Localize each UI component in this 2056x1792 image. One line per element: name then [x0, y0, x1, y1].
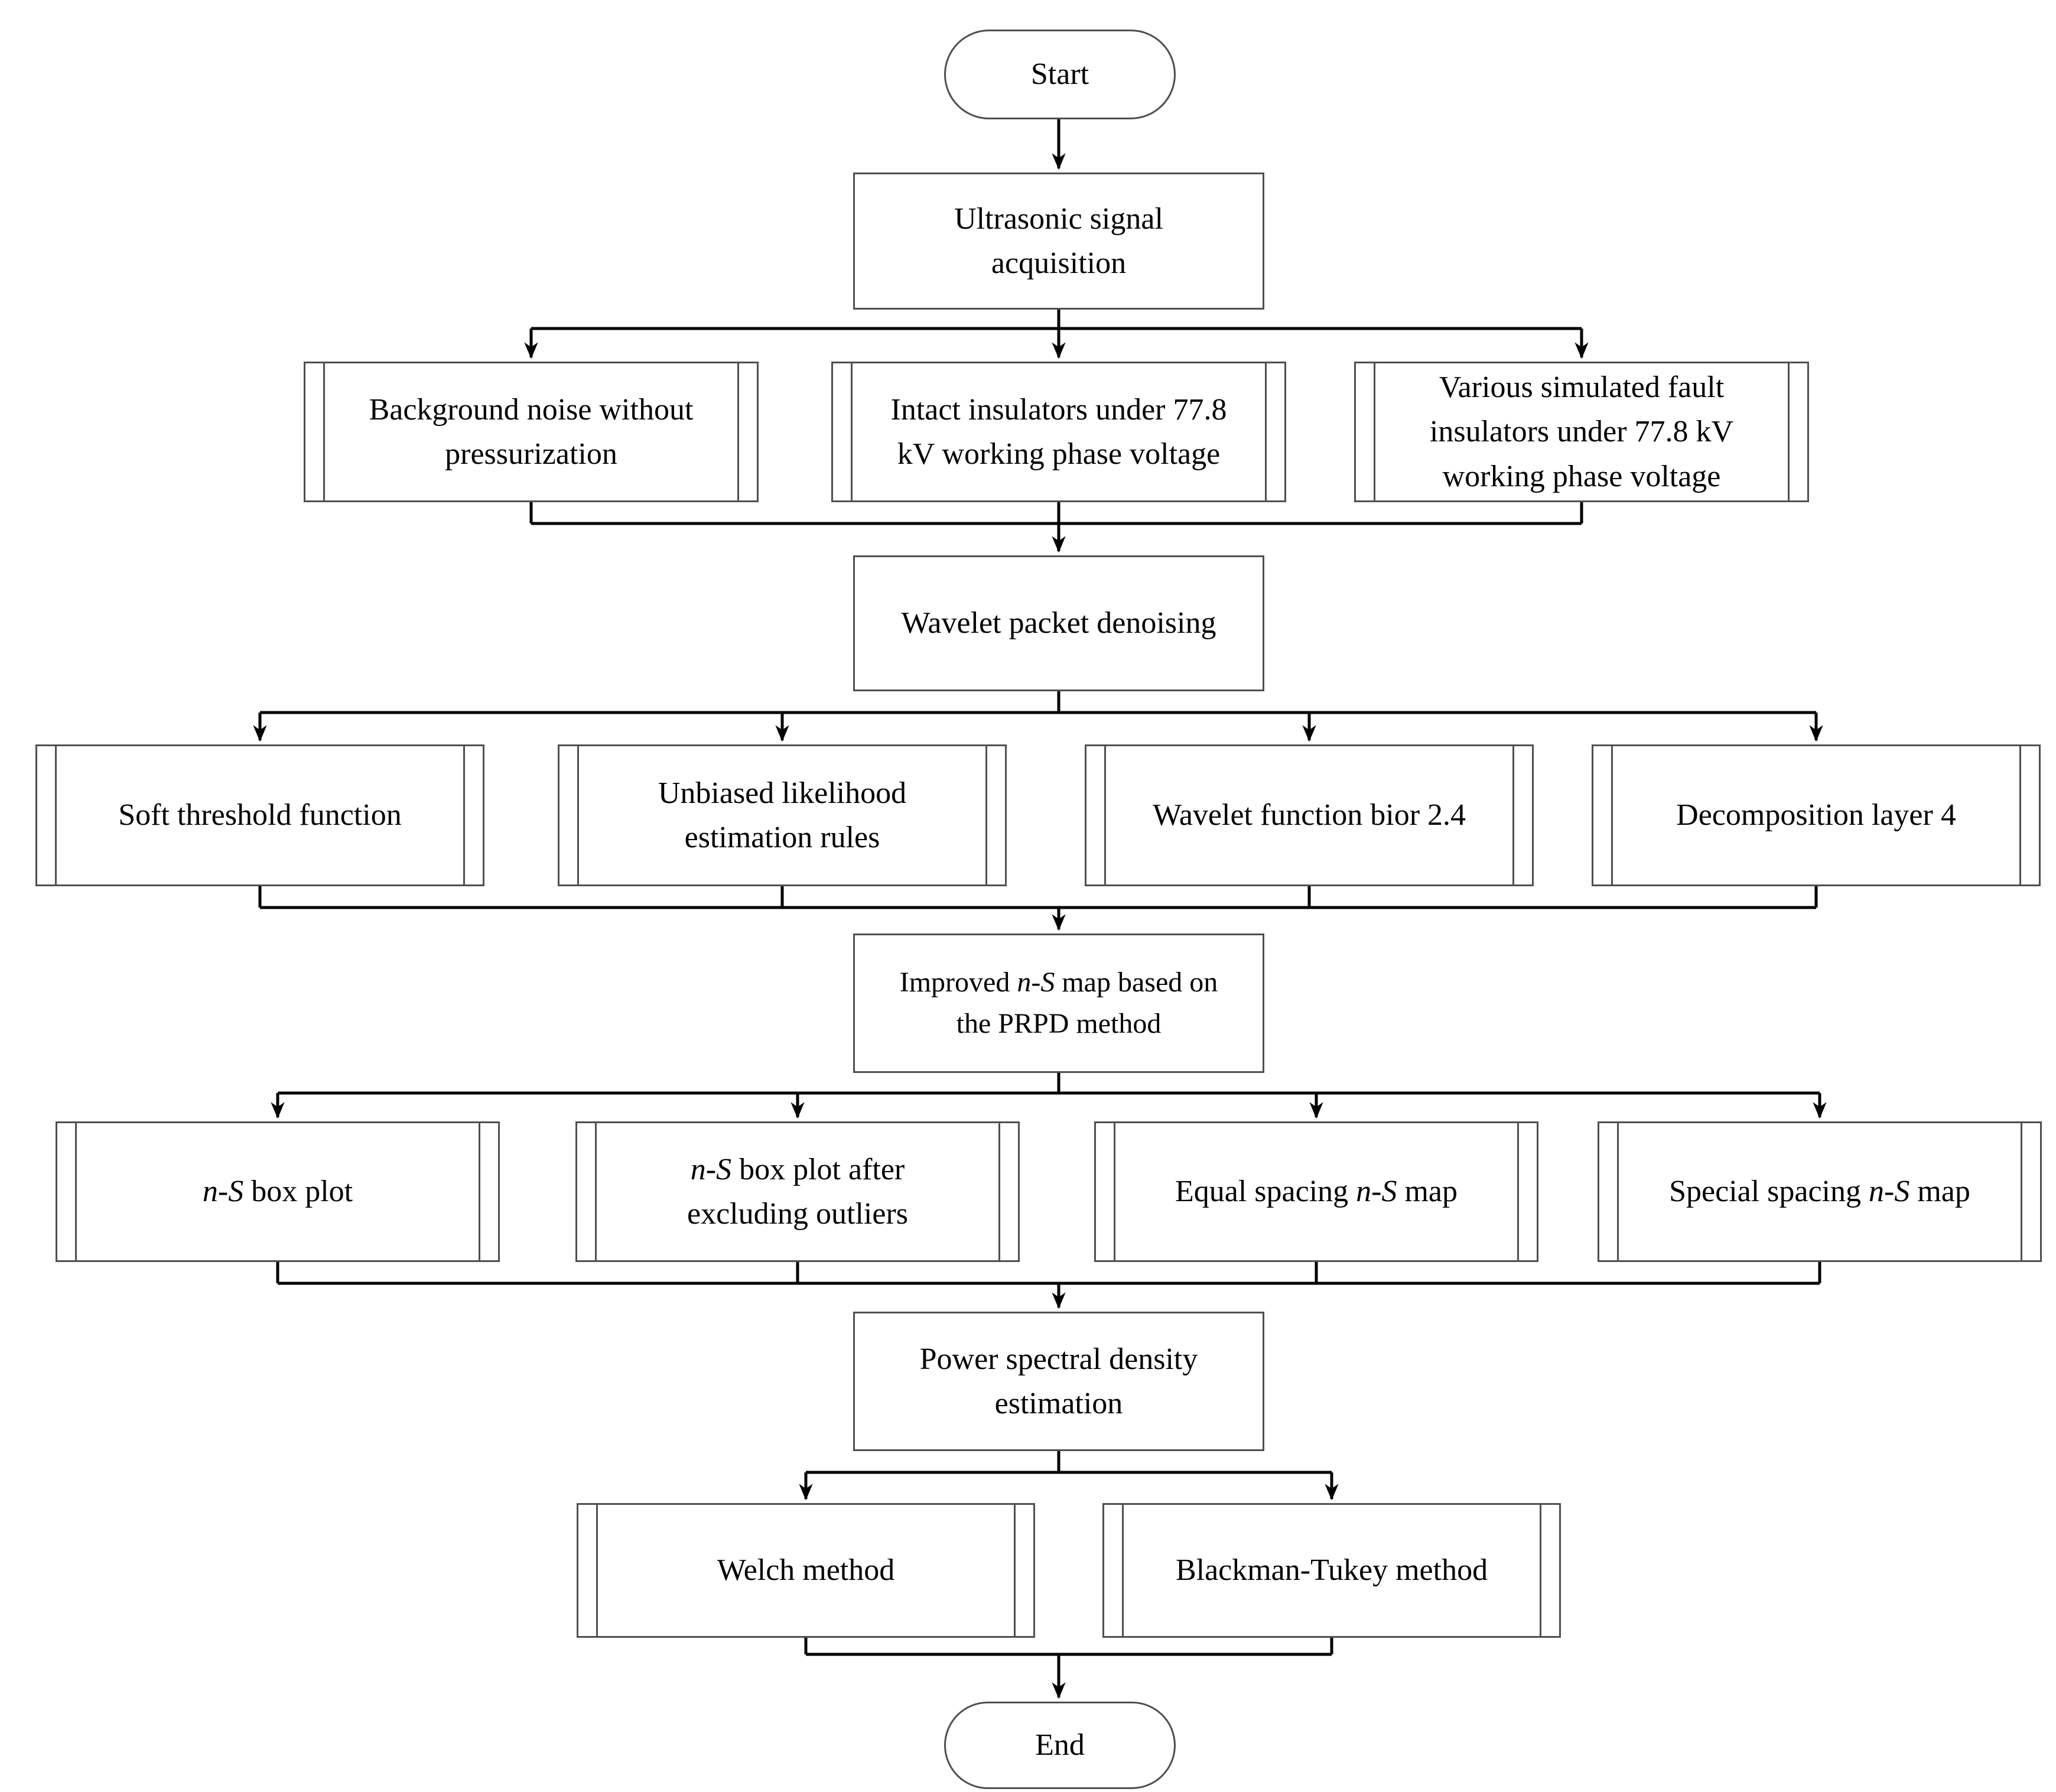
node-label: Equal spacing n-S map — [1175, 1175, 1458, 1209]
node-soft-threshold-function: Soft threshold function — [35, 744, 484, 886]
node-welch-method: Welch method — [577, 1503, 1035, 1638]
node-label: Wavelet packet denoising — [901, 606, 1216, 640]
node-label: Blackman-Tukey method — [1175, 1553, 1488, 1588]
node-wavelet-packet-denoising: Wavelet packet denoising — [853, 555, 1264, 691]
node-wavelet-function-bior: Wavelet function bior 2.4 — [1085, 744, 1534, 886]
node-end: End — [944, 1702, 1176, 1789]
node-label: Decomposition layer 4 — [1676, 798, 1956, 832]
node-special-spacing-ns-map: Special spacing n-S map — [1598, 1121, 2042, 1262]
node-end-label: End — [1035, 1728, 1085, 1762]
node-ns-box-plot: n-S box plot — [56, 1121, 500, 1262]
connector-lines — [253, 119, 1827, 1699]
node-label: Welch method — [717, 1553, 895, 1588]
node-start-label: Start — [1030, 57, 1089, 92]
node-label: Wavelet function bior 2.4 — [1152, 798, 1466, 832]
node-blackman-tukey-method: Blackman-Tukey method — [1102, 1503, 1561, 1638]
node-label: Special spacing n-S map — [1669, 1175, 1970, 1209]
node-start: Start — [944, 30, 1176, 119]
node-decomposition-layer: Decomposition layer 4 — [1592, 744, 2041, 886]
node-label: n-S box plot — [202, 1175, 353, 1209]
node-label: Soft threshold function — [118, 798, 402, 832]
node-equal-spacing-ns-map: Equal spacing n-S map — [1094, 1121, 1538, 1262]
